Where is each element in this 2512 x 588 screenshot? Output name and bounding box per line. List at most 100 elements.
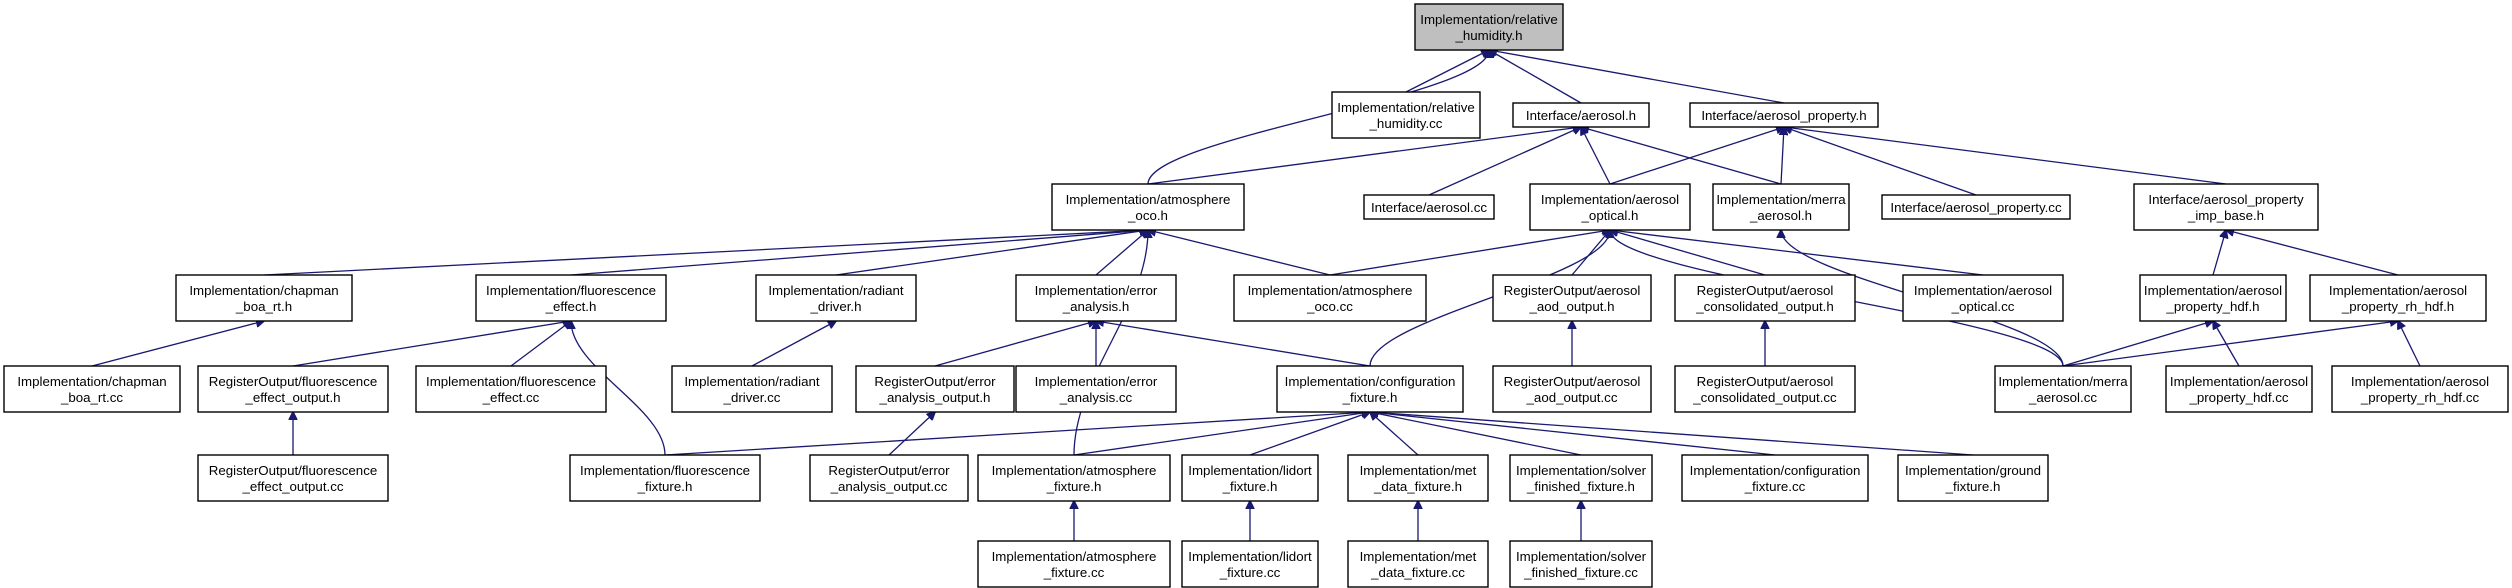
- node-ro_fluo_h[interactable]: RegisterOutput/fluorescence_effect_outpu…: [197, 365, 389, 413]
- node-box[interactable]: [1181, 540, 1319, 588]
- node-box[interactable]: [197, 454, 389, 502]
- edge-met_h-to-conf_h: [1370, 412, 1419, 456]
- node-err_h[interactable]: Implementation/error_analysis.h: [1015, 274, 1177, 322]
- node-merra_cc[interactable]: Implementation/merra_aerosol.cc: [1994, 365, 2132, 413]
- edge-ro_fluo_h-to-fluo_h: [292, 321, 571, 367]
- node-hdf_h[interactable]: Implementation/aerosol_property_hdf.h: [2139, 274, 2287, 322]
- node-box[interactable]: [1689, 102, 1879, 128]
- node-box[interactable]: [1363, 194, 1495, 220]
- node-ro_err_cc[interactable]: RegisterOutput/error_analysis_output.cc: [809, 454, 969, 502]
- node-box[interactable]: [415, 365, 607, 413]
- node-imp_base_h[interactable]: Interface/aerosol_property_imp_base.h: [2133, 183, 2319, 231]
- node-box[interactable]: [1674, 274, 1856, 322]
- node-box[interactable]: [1529, 183, 1691, 231]
- node-rh_hdf_cc[interactable]: Implementation/aerosol_property_rh_hdf.c…: [2331, 365, 2509, 413]
- node-box[interactable]: [1015, 274, 1177, 322]
- node-box[interactable]: [1897, 454, 2049, 502]
- node-conf_h[interactable]: Implementation/configuration_fixture.h: [1276, 365, 1464, 413]
- node-box[interactable]: [3, 365, 181, 413]
- node-aprop_cc[interactable]: Interface/aerosol_property.cc: [1881, 194, 2071, 220]
- node-aopt_h[interactable]: Implementation/aerosol_optical.h: [1529, 183, 1691, 231]
- node-box[interactable]: [2331, 365, 2509, 413]
- edge-atm_fix_h-to-conf_h: [1073, 412, 1370, 456]
- node-box[interactable]: [1181, 454, 1319, 502]
- node-box[interactable]: [2165, 365, 2313, 413]
- node-merra_h[interactable]: Implementation/merra_aerosol.h: [1712, 183, 1850, 231]
- edge-hdf_h-to-imp_base_h: [2212, 230, 2226, 276]
- node-met_h[interactable]: Implementation/met_data_fixture.h: [1347, 454, 1489, 502]
- node-atm_oco_h[interactable]: Implementation/atmosphere_oco.h: [1051, 183, 1245, 231]
- node-box[interactable]: [671, 365, 833, 413]
- node-box[interactable]: [1881, 194, 2071, 220]
- node-ro_err_h[interactable]: RegisterOutput/error_analysis_output.h: [855, 365, 1015, 413]
- node-box[interactable]: [475, 274, 667, 322]
- node-ro_aod_cc[interactable]: RegisterOutput/aerosol_aod_output.cc: [1492, 365, 1652, 413]
- node-ro_cons_cc[interactable]: RegisterOutput/aerosol_consolidated_outp…: [1674, 365, 1856, 413]
- edge-rh_hdf_h-to-imp_base_h: [2226, 230, 2399, 276]
- node-box[interactable]: [1015, 365, 1177, 413]
- node-radiant_h[interactable]: Implementation/radiant_driver.h: [755, 274, 917, 322]
- node-box[interactable]: [1509, 454, 1653, 502]
- node-hdf_cc[interactable]: Implementation/aerosol_property_hdf.cc: [2165, 365, 2313, 413]
- edge-atm_oco_cc-to-atm_oco_h: [1148, 230, 1331, 276]
- node-box[interactable]: [197, 365, 389, 413]
- node-box[interactable]: [1994, 365, 2132, 413]
- node-root[interactable]: Implementation/relative_humidity.h: [1414, 3, 1564, 51]
- node-box[interactable]: [1681, 454, 1869, 502]
- node-ro_aod_h[interactable]: RegisterOutput/aerosol_aod_output.h: [1492, 274, 1652, 322]
- node-box[interactable]: [977, 540, 1171, 588]
- node-aopt_cc[interactable]: Implementation/aerosol_optical.cc: [1902, 274, 2064, 322]
- node-box[interactable]: [175, 274, 353, 322]
- node-lidort_cc[interactable]: Implementation/lidort_fixture.cc: [1181, 540, 1319, 588]
- node-box[interactable]: [809, 454, 969, 502]
- node-box[interactable]: [1331, 91, 1481, 139]
- edge-ro_cons_h-to-aopt_h: [1610, 230, 1766, 276]
- edge-atm_fix_h-to-atm_oco_h: [1073, 230, 1148, 456]
- node-fluo_cc[interactable]: Implementation/fluorescence_effect.cc: [415, 365, 607, 413]
- node-box[interactable]: [1051, 183, 1245, 231]
- node-box[interactable]: [1347, 454, 1489, 502]
- node-atm_oco_cc[interactable]: Implementation/atmosphere_oco.cc: [1233, 274, 1427, 322]
- node-box[interactable]: [2309, 274, 2487, 322]
- node-radiant_cc[interactable]: Implementation/radiant_driver.cc: [671, 365, 833, 413]
- node-conf_cc[interactable]: Implementation/configuration_fixture.cc: [1681, 454, 1869, 502]
- node-box[interactable]: [755, 274, 917, 322]
- edge-aopt_cc-to-aopt_h: [1610, 230, 1984, 276]
- node-box[interactable]: [855, 365, 1015, 413]
- node-box[interactable]: [1347, 540, 1489, 588]
- node-chap_cc[interactable]: Implementation/chapman_boa_rt.cc: [3, 365, 181, 413]
- node-box[interactable]: [1509, 540, 1653, 588]
- node-err_cc[interactable]: Implementation/error_analysis.cc: [1015, 365, 1177, 413]
- node-box[interactable]: [2133, 183, 2319, 231]
- node-aprop_h[interactable]: Interface/aerosol_property.h: [1689, 102, 1879, 128]
- node-solver_cc[interactable]: Implementation/solver_finished_fixture.c…: [1509, 540, 1653, 588]
- node-solver_h[interactable]: Implementation/solver_finished_fixture.h: [1509, 454, 1653, 502]
- node-lidort_h[interactable]: Implementation/lidort_fixture.h: [1181, 454, 1319, 502]
- node-met_cc[interactable]: Implementation/met_data_fixture.cc: [1347, 540, 1489, 588]
- node-box[interactable]: [569, 454, 761, 502]
- node-box[interactable]: [1712, 183, 1850, 231]
- edge-lidort_h-to-conf_h: [1249, 412, 1370, 456]
- node-ro_fluo_cc[interactable]: RegisterOutput/fluorescence_effect_outpu…: [197, 454, 389, 502]
- node-chap_h[interactable]: Implementation/chapman_boa_rt.h: [175, 274, 353, 322]
- node-rh_hdf_h[interactable]: Implementation/aerosol_property_rh_hdf.h: [2309, 274, 2487, 322]
- node-box[interactable]: [1512, 102, 1650, 128]
- node-aerosol_cc[interactable]: Interface/aerosol.cc: [1363, 194, 1495, 220]
- node-rel_cc[interactable]: Implementation/relative_humidity.cc: [1331, 91, 1481, 139]
- node-box[interactable]: [1414, 3, 1564, 51]
- node-box[interactable]: [1902, 274, 2064, 322]
- node-fluo_h[interactable]: Implementation/fluorescence_effect.h: [475, 274, 667, 322]
- node-box[interactable]: [1492, 365, 1652, 413]
- node-box[interactable]: [2139, 274, 2287, 322]
- node-box[interactable]: [1492, 274, 1652, 322]
- node-atm_fix_h[interactable]: Implementation/atmosphere_fixture.h: [977, 454, 1171, 502]
- node-ground_h[interactable]: Implementation/ground_fixture.h: [1897, 454, 2049, 502]
- node-box[interactable]: [977, 454, 1171, 502]
- node-atm_fix_cc[interactable]: Implementation/atmosphere_fixture.cc: [977, 540, 1171, 588]
- node-box[interactable]: [1233, 274, 1427, 322]
- node-fluo_fix_h[interactable]: Implementation/fluorescence_fixture.h: [569, 454, 761, 502]
- node-box[interactable]: [1674, 365, 1856, 413]
- node-ro_cons_h[interactable]: RegisterOutput/aerosol_consolidated_outp…: [1674, 274, 1856, 322]
- node-box[interactable]: [1276, 365, 1464, 413]
- node-aerosol_h[interactable]: Interface/aerosol.h: [1512, 102, 1650, 128]
